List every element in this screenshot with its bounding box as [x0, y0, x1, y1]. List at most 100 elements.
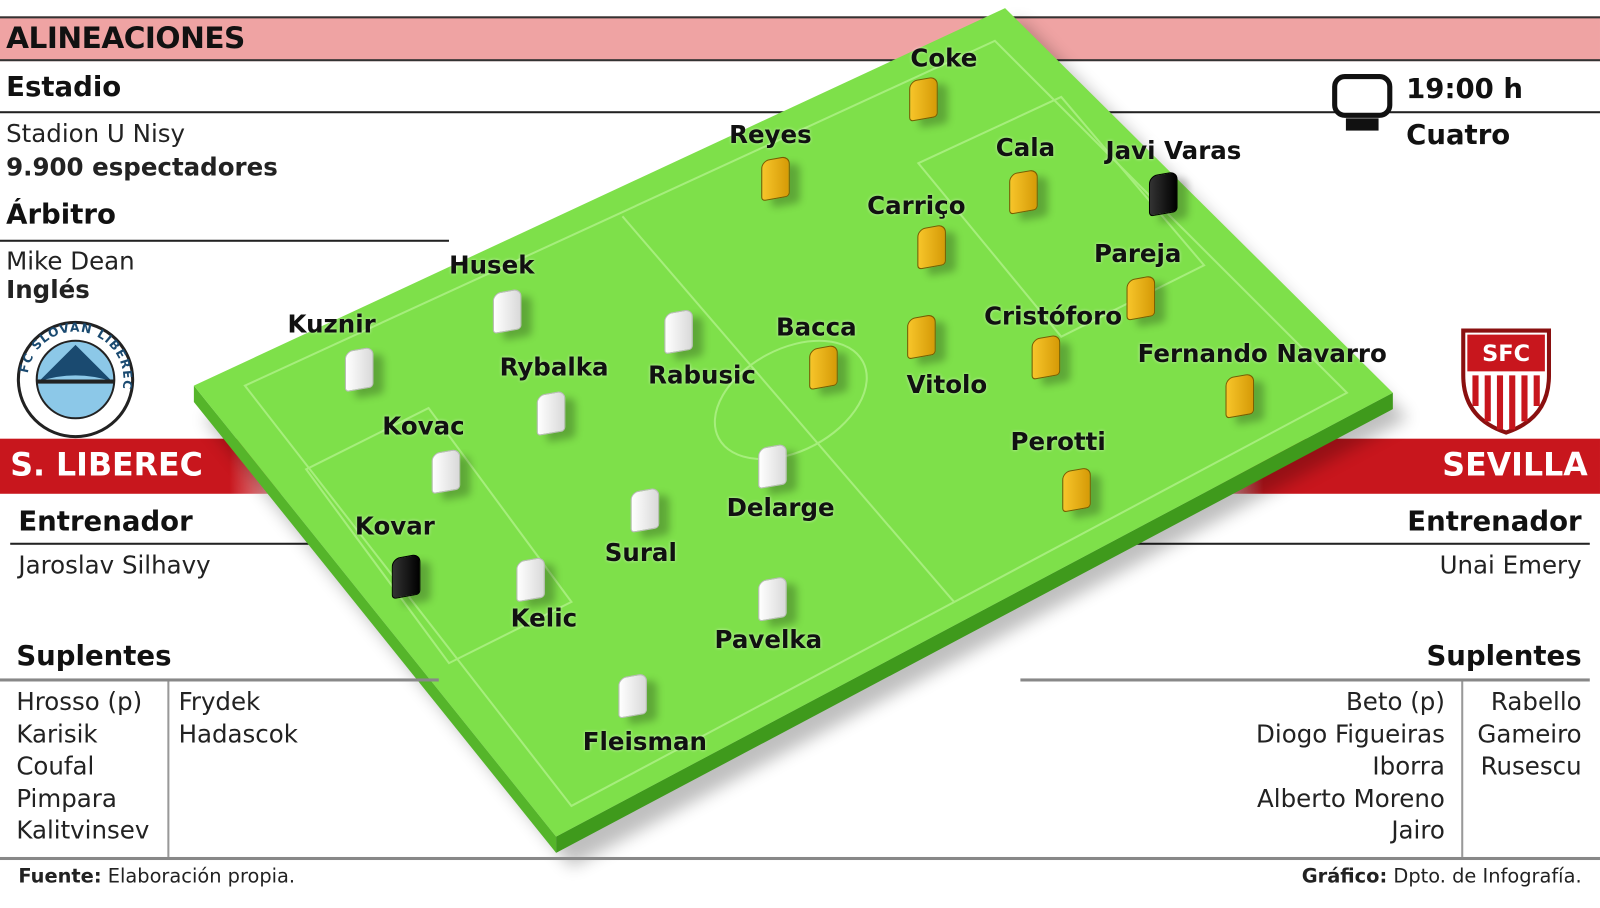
referee-name: Mike Dean [6, 246, 135, 276]
home-player-name: Kuznir [287, 310, 376, 339]
away-player-name: Perotti [1010, 427, 1106, 457]
home-player-marker [344, 346, 374, 393]
away-player-marker [909, 76, 938, 122]
substitute-name: Hrosso (p) [16, 687, 143, 717]
substitute-name: Jairo [1391, 816, 1445, 845]
referee-nationality: Inglés [6, 275, 90, 305]
stadium-heading: Estadio [6, 71, 122, 104]
away-player-name: Vitolo [906, 370, 988, 399]
away-player-marker [1031, 334, 1061, 380]
home-coach: Jaroslav Silhavy [18, 550, 211, 580]
substitute-name: Kalitvinsev [16, 816, 150, 845]
away-player-marker [1062, 466, 1091, 513]
away-player-marker [1009, 168, 1038, 215]
source-text: Elaboración propia. [107, 865, 296, 888]
away-player-marker [1148, 170, 1178, 217]
graphic-label: Gráfico: [1301, 865, 1388, 888]
divider [0, 856, 1600, 861]
sevilla-badge-text: SFC [1482, 341, 1530, 367]
home-player-marker [758, 575, 787, 622]
away-player-marker [809, 344, 838, 391]
away-player-marker [1225, 372, 1255, 419]
home-player-name: Kovac [382, 412, 465, 441]
page-title: ALINEACIONES [6, 20, 245, 56]
away-player-marker [1126, 274, 1156, 321]
substitute-name: Rusescu [1480, 751, 1582, 781]
away-player-name: Coke [910, 43, 978, 73]
substitute-name: Iborra [1372, 751, 1445, 781]
source-credit: Fuente: Elaboración propia. [18, 865, 295, 887]
substitute-name: Rabello [1490, 687, 1582, 717]
liberec-badge: FC SLOVAN LIBEREC [14, 318, 136, 445]
home-player-marker [516, 556, 545, 603]
away-player-name: Carriço [867, 191, 966, 221]
substitute-name: Diogo Figueiras [1256, 719, 1445, 749]
home-player-name: Kelic [510, 603, 578, 633]
home-player-marker [758, 443, 787, 490]
graphic-text: Dpto. de Infografía. [1393, 865, 1582, 888]
home-player-name: Delarge [726, 493, 835, 523]
away-player-marker [761, 155, 790, 202]
home-player-marker [391, 553, 421, 600]
divider [167, 681, 170, 857]
away-player-marker [917, 223, 946, 270]
home-player-marker [664, 308, 693, 355]
home-player-name: Pavelka [714, 625, 823, 654]
away-coach: Unai Emery [1439, 550, 1582, 580]
home-player-marker [431, 448, 461, 495]
divider [0, 239, 449, 242]
home-player-name: Husek [449, 250, 535, 280]
divider [1132, 542, 1590, 545]
substitute-name: Frydek [178, 687, 261, 717]
sevilla-badge: SFC [1457, 324, 1555, 440]
divider [1020, 678, 1590, 682]
stadium-name: Stadion U Nisy [6, 119, 186, 148]
match-time: 19:00 h [1406, 73, 1524, 106]
substitute-name: Beto (p) [1345, 687, 1445, 717]
divider [1461, 681, 1464, 857]
away-team-name: SEVILLA [1442, 446, 1588, 484]
away-player-name: Pareja [1094, 239, 1182, 269]
home-player-name: Fleisman [582, 727, 707, 756]
referee-heading: Árbitro [6, 198, 116, 231]
tv-channel: Cuatro [1406, 119, 1511, 151]
away-player-name: Cristóforo [984, 301, 1123, 331]
away-player-name: Reyes [729, 120, 812, 149]
substitute-name: Hadascok [178, 719, 298, 749]
home-coach-heading: Entrenador [18, 506, 193, 538]
home-player-marker [618, 672, 647, 719]
home-player-name: Rybalka [499, 352, 609, 382]
home-player-marker [630, 487, 660, 534]
home-player-name: Sural [604, 538, 677, 568]
substitute-name: Coufal [16, 751, 95, 781]
home-player-name: Kovar [354, 512, 435, 541]
home-player-marker [536, 390, 566, 437]
title-bar: ALINEACIONES [0, 16, 1600, 62]
graphic-credit: Gráfico: Dpto. de Infografía. [1302, 865, 1582, 887]
away-subs-heading: Suplentes [1426, 640, 1582, 673]
home-team-name: S. LIBEREC [10, 446, 203, 484]
divider [0, 678, 439, 682]
substitute-name: Pimpara [16, 784, 117, 813]
substitute-name: Gameiro [1477, 719, 1582, 749]
divider [10, 542, 317, 545]
home-player-marker [492, 288, 522, 335]
away-coach-heading: Entrenador [1407, 506, 1582, 538]
substitute-name: Alberto Moreno [1257, 784, 1445, 813]
source-label: Fuente: [18, 865, 102, 888]
away-player-marker [907, 313, 936, 360]
away-player-name: Javi Varas [1105, 136, 1242, 166]
substitute-name: Karisik [16, 719, 98, 749]
away-player-name: Cala [995, 133, 1056, 163]
away-player-name: Fernando Navarro [1137, 339, 1387, 369]
home-subs-heading: Suplentes [16, 640, 172, 673]
home-player-name: Rabusic [648, 361, 756, 390]
away-player-name: Bacca [775, 313, 857, 342]
stadium-capacity: 9.900 espectadores [6, 153, 278, 182]
